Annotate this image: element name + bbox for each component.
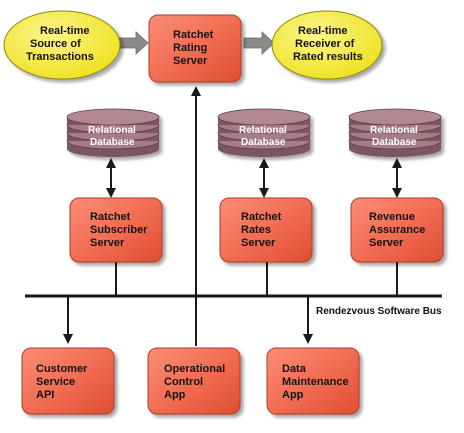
customer-line3: API: [36, 389, 54, 401]
operational-line2: Control: [164, 376, 203, 388]
receiver-oval-line1: Real-time: [298, 25, 348, 37]
db3-line1: Relational: [370, 125, 418, 136]
db3-line2: Database: [372, 137, 417, 148]
relational-database-1: [66, 108, 160, 157]
revenue-line1: Revenue: [369, 211, 415, 223]
rates-line3: Server: [241, 237, 276, 249]
rates-line1: Ratchet: [241, 211, 282, 223]
maintenance-line3: App: [282, 389, 304, 401]
subscriber-line1: Ratchet: [90, 211, 131, 223]
subscriber-line3: Server: [90, 237, 125, 249]
db1-line2: Database: [90, 137, 135, 148]
source-oval-line2: Source of: [30, 38, 81, 50]
rating-line3: Server: [173, 55, 208, 67]
revenue-line3: Server: [369, 237, 404, 249]
receiver-oval-line2: Receiver of: [295, 38, 355, 50]
ratchet-subscriber-server: Ratchet Subscriber Server: [69, 197, 163, 263]
db1-line1: Relational: [88, 125, 136, 136]
rating-line2: Rating: [173, 42, 207, 54]
receiver-oval-line3: Rated results: [293, 51, 363, 63]
source-to-rating-arrow: [117, 31, 149, 55]
customer-service-api: Customer Service API: [21, 347, 115, 415]
data-maintenance-app: Data Maintenance App: [266, 347, 360, 415]
rating-to-receiver-arrow: [243, 31, 275, 55]
db2-line1: Relational: [239, 125, 287, 136]
relational-database-3: [348, 108, 442, 157]
revenue-assurance-server: Revenue Assurance Server: [350, 197, 444, 263]
operational-line1: Operational: [164, 363, 225, 375]
ratchet-rates-server: Ratchet Rates Server: [219, 197, 313, 263]
receiver-oval: Real-time Receiver of Rated results: [271, 10, 383, 80]
db2-line2: Database: [241, 137, 286, 148]
maintenance-line1: Data: [282, 363, 307, 375]
rating-line1: Ratchet: [173, 29, 214, 41]
customer-line1: Customer: [36, 363, 88, 375]
ratchet-rating-server: Ratchet Rating Server: [148, 14, 242, 83]
relational-database-2: [217, 108, 311, 157]
maintenance-line2: Maintenance: [282, 376, 349, 388]
revenue-line2: Assurance: [369, 224, 425, 236]
rates-line2: Rates: [241, 224, 271, 236]
customer-line2: Service: [36, 376, 75, 388]
source-oval-line3: Transactions: [26, 51, 94, 63]
source-oval-line1: Real-time: [40, 25, 90, 37]
source-oval: Real-time Source of Transactions: [3, 10, 121, 80]
operational-control-app: Operational Control App: [147, 347, 241, 415]
operational-line3: App: [164, 389, 186, 401]
subscriber-line2: Subscriber: [90, 224, 148, 236]
bus-label: Rendezvous Software Bus: [316, 306, 442, 317]
